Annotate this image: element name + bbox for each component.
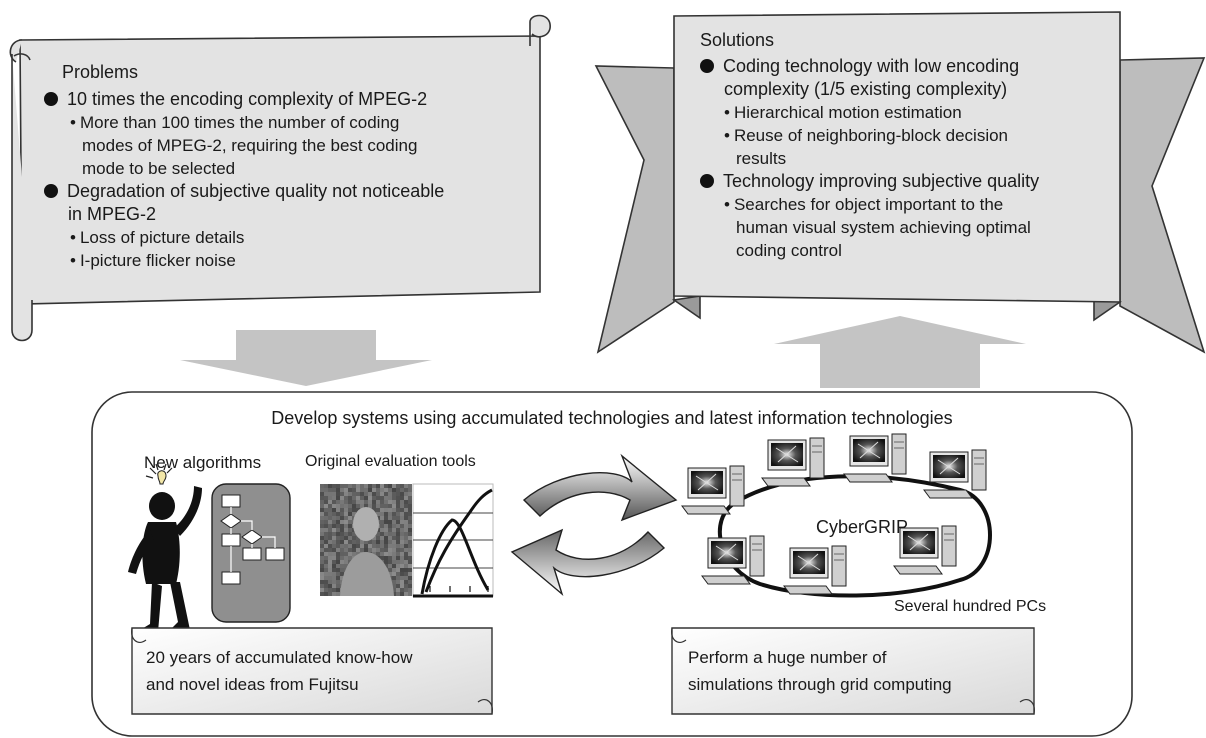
problem-item: Degradation of subjective quality not no… [44,180,534,226]
thinking-person-icon [128,463,202,632]
evaluation-tools-label: Original evaluation tools [305,453,476,470]
solutions-heading: Solutions [700,30,775,50]
pc-icon [761,437,825,487]
solution-sub-line: Searches for object important to the [733,195,1004,214]
bullet-icon [44,92,58,106]
solution-sub-item: •Searches for object important to the hu… [700,193,1110,262]
pc-icon [783,545,847,595]
pc-icon [701,535,765,585]
problem-sub-line: modes of MPEG-2, requiring the best codi… [82,136,418,155]
problem-line: Degradation of subjective quality not no… [67,181,445,201]
pc-icon [681,465,745,515]
problems-list: 10 times the encoding complexity of MPEG… [44,88,534,272]
left-caption-line: and novel ideas from Fujitsu [146,675,359,694]
solutions-banner [594,11,1206,354]
evaluation-graph [412,483,494,598]
bottom-title: Develop systems using accumulated techno… [271,408,953,428]
left-caption-line: 20 years of accumulated know-how [146,648,413,667]
problem-sub-line: More than 100 times the number of coding [79,113,400,132]
right-caption-line: simulations through grid computing [688,675,952,694]
bullet-icon [700,59,714,73]
solution-sub-item: •Hierarchical motion estimation •Reuse o… [700,101,1110,170]
solution-sub-line: Hierarchical motion estimation [733,103,962,122]
left-caption-box [131,627,493,715]
problems-scroll [9,14,551,342]
sub-bullet: • [724,195,730,214]
problem-sub-line: Loss of picture details [79,228,245,247]
solution-item: Coding technology with low encoding comp… [700,55,1110,101]
problem-line: 10 times the encoding complexity of MPEG… [67,89,428,109]
solution-sub-line: Reuse of neighboring-block decision [733,126,1009,145]
up-arrow [774,316,1026,388]
sub-bullet: • [724,103,730,122]
left-caption: 20 years of accumulated know-how and nov… [146,644,412,698]
solution-line: Coding technology with low encoding [723,56,1020,76]
problem-sub-item: •More than 100 times the number of codin… [44,111,534,180]
cybergrip-label: CyberGRIP [816,517,909,537]
sub-bullet: • [724,126,730,145]
solution-item: Technology improving subjective quality [700,170,1110,193]
right-caption-box [671,627,1035,715]
pc-icon [843,433,907,483]
solution-line: complexity (1/5 existing complexity) [724,79,1008,99]
problem-sub-item: •Loss of picture details •I-picture flic… [44,226,534,272]
sub-bullet: • [70,228,76,247]
problem-sub-line: I-picture flicker noise [79,251,236,270]
solution-sub-line: human visual system achieving optimal [736,218,1031,237]
down-arrow [180,330,432,386]
bullet-icon [44,184,58,198]
solution-sub-line: results [736,149,787,168]
flowchart-icon [211,483,291,623]
solution-line: Technology improving subjective quality [723,171,1040,191]
sub-bullet: • [70,113,76,132]
problem-line: in MPEG-2 [68,204,157,224]
new-algorithms-label: New algorithms [144,453,262,472]
pc-icon [893,525,957,575]
circulation-arrows [510,453,678,597]
right-caption: Perform a huge number of simulations thr… [688,644,952,698]
sub-bullet: • [70,251,76,270]
problems-heading: Problems [62,62,139,82]
right-caption-line: Perform a huge number of [688,648,887,667]
bullet-icon [700,174,714,188]
solution-sub-line: coding control [736,241,842,260]
solutions-list: Coding technology with low encoding comp… [700,55,1110,262]
evaluation-image [320,484,412,596]
pc-icon [923,449,987,499]
problem-item: 10 times the encoding complexity of MPEG… [44,88,534,111]
problem-sub-line: mode to be selected [82,159,236,178]
pcs-label: Several hundred PCs [894,598,1047,615]
